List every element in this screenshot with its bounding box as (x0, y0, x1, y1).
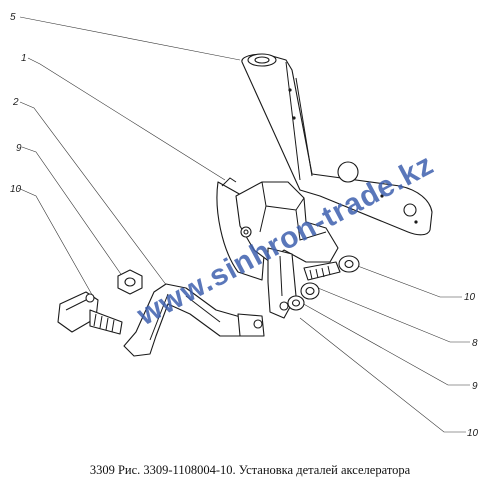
callout-5: 5 (10, 12, 16, 23)
leader-2 (19, 101, 171, 291)
link-rod-part-2 (123, 283, 265, 357)
figure-caption: 3309 Рис. 3309-1108004-10. Установка дет… (89, 463, 411, 477)
leader-8 (317, 287, 470, 343)
washer-part-8 (300, 282, 320, 300)
callout-2: 2 (12, 97, 19, 108)
nut-part-9-left (117, 269, 143, 295)
callout-10-right-upper: 10 (464, 292, 476, 303)
callout-9-right: 9 (472, 381, 478, 392)
accelerator-assembly-drawing: www.sinhron-trade.kz 5 1 2 9 10 10 8 9 1… (10, 12, 479, 439)
callout-10-left: 10 (10, 184, 22, 195)
leader-1 (27, 57, 226, 181)
leader-10b (354, 264, 462, 298)
bolt-part-10-right (303, 255, 360, 281)
leader-lines (17, 16, 470, 433)
callout-9-left: 9 (16, 143, 22, 154)
leader-9a (21, 146, 126, 281)
leader-5 (19, 16, 241, 61)
callout-1: 1 (21, 53, 27, 64)
callout-8: 8 (472, 338, 478, 349)
leader-9b (299, 301, 470, 386)
bracket-part-5 (241, 53, 433, 236)
callout-labels: 5 1 2 9 10 10 8 9 10 (10, 12, 479, 439)
leader-10c (299, 317, 466, 433)
bolt-part-10-left (57, 291, 123, 335)
nut-part-9-right (287, 295, 305, 311)
leader-10a (17, 187, 96, 301)
callout-10-right-lower: 10 (467, 428, 479, 439)
